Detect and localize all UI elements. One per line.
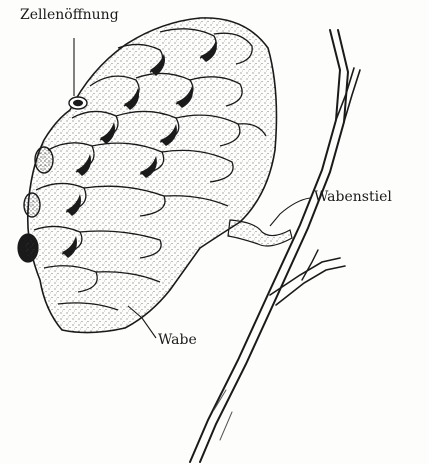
nest-body [18,18,276,333]
label-wabenstiel: Wabenstiel [314,190,392,204]
label-zellenoeffnung: Zellenöffnung [20,8,119,22]
leader-wabenstiel [270,198,310,226]
label-wabe: Wabe [158,333,197,347]
